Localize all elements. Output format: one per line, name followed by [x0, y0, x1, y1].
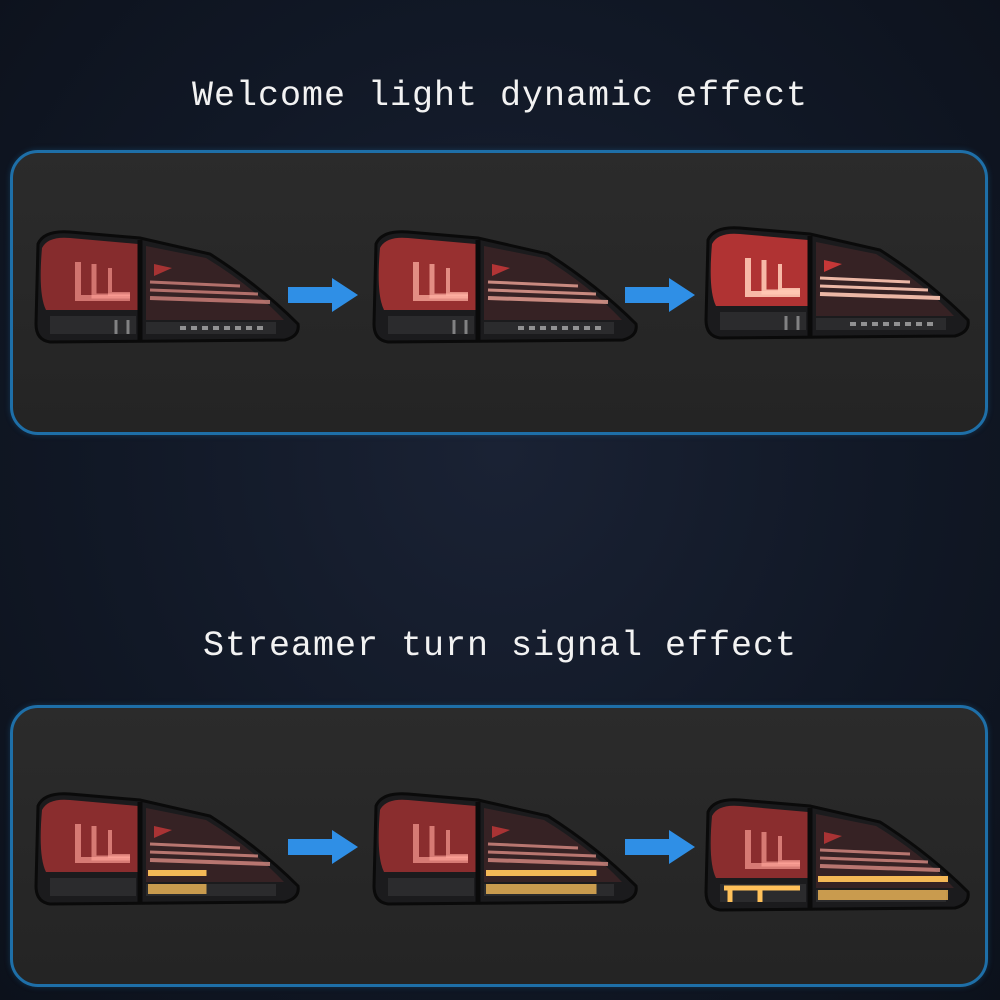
section-title-welcome: Welcome light dynamic effect — [191, 76, 809, 116]
arrow-right-icon — [288, 278, 358, 312]
arrow-right-icon — [288, 830, 358, 864]
tail-light-image — [704, 226, 970, 340]
section-title-turn-signal: Streamer turn signal effect — [202, 626, 798, 666]
tail-light-image — [704, 798, 970, 912]
tail-light-image — [34, 792, 300, 906]
tail-light-image — [34, 230, 300, 344]
arrow-right-icon — [625, 830, 695, 864]
tail-light-image — [372, 230, 638, 344]
tail-light-image — [372, 792, 638, 906]
arrow-right-icon — [625, 278, 695, 312]
